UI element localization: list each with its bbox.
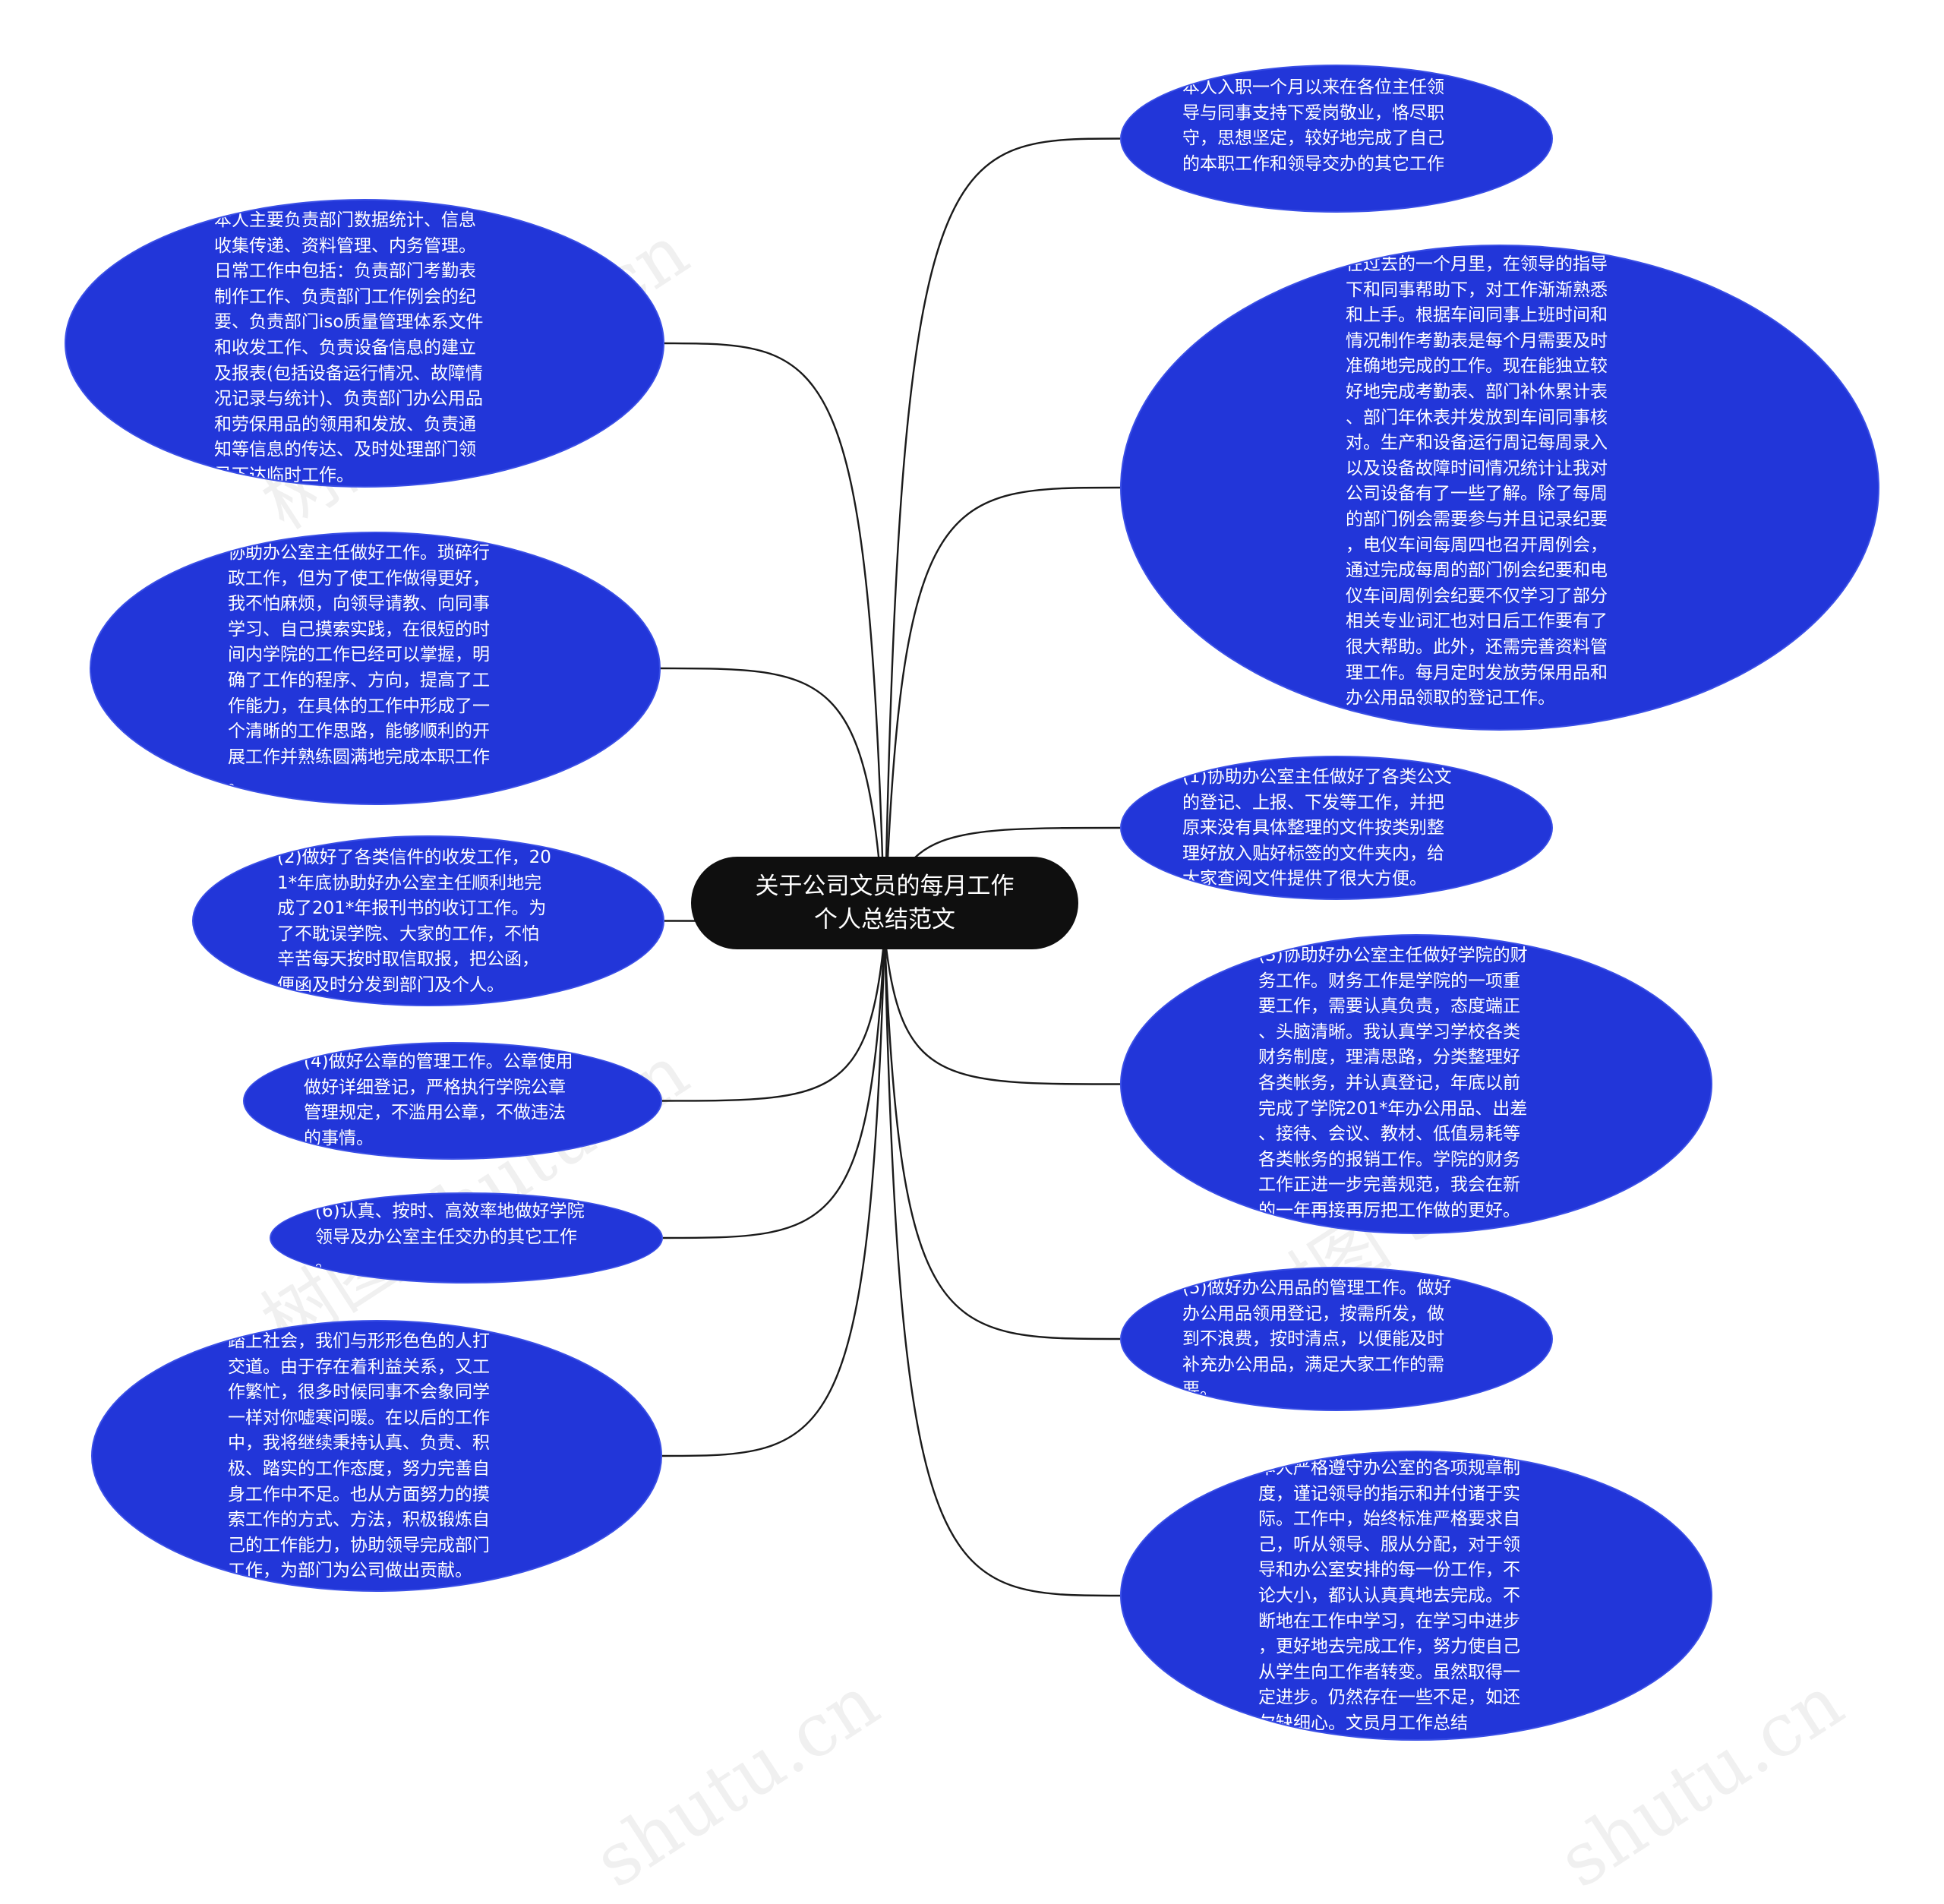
topic-node-finance[interactable]: (3)协助好办公室主任做好学院的财 务工作。财务工作是学院的一项重 要工作，需要…	[1120, 934, 1712, 1234]
topic-node-other-tasks[interactable]: (6)认真、按时、高效率地做好学院 领导及办公室主任交办的其它工作 。	[270, 1192, 663, 1284]
topic-node-text: (3)协助好办公室主任做好学院的财 务工作。财务工作是学院的一项重 要工作，需要…	[1258, 946, 1528, 1220]
connector-line	[883, 137, 1121, 935]
connector-line	[883, 933, 1121, 1340]
topic-node-text: (1)协助办公室主任做好了各类公文 的登记、上报、下发等工作，并把 原来没有具体…	[1182, 767, 1452, 889]
topic-node-mail[interactable]: (2)做好了各类信件的收发工作，20 1*年底协助好办公室主任顺利地完 成了20…	[192, 835, 664, 1006]
root-topic[interactable]: 关于公司文员的每月工作 个人总结范文	[691, 857, 1078, 949]
connector-line	[883, 933, 1121, 1597]
topic-node-text: 踏上社会，我们与形形色色的人打 交道。由于存在着利益关系，又工 作繁忙，很多时候…	[228, 1331, 490, 1581]
connector-line	[664, 342, 886, 935]
connector-line	[661, 933, 886, 1102]
topic-node-office-supplies[interactable]: (5)做好办公用品的管理工作。做好 办公用品领用登记，按需所发，做 到不浪费，按…	[1120, 1267, 1553, 1411]
connector-line	[661, 933, 886, 1457]
topic-node-entry-month[interactable]: 本人入职一个月以来在各位主任领 导与同事支持下爱岗敬业，恪尽职 守，思想坚定，较…	[1120, 65, 1553, 213]
topic-node-discipline[interactable]: 本人严格遵守办公室的各项规章制 度，谨记领导的指示和并付诸于实 际。工作中，始终…	[1120, 1451, 1712, 1741]
topic-node-text: (5)做好办公用品的管理工作。做好 办公用品领用登记，按需所发，做 到不浪费，按…	[1182, 1278, 1452, 1400]
topic-node-text: 本人入职一个月以来在各位主任领 导与同事支持下爱岗敬业，恪尽职 守，思想坚定，较…	[1182, 77, 1444, 200]
topic-node-responsibilities[interactable]: 本人主要负责部门数据统计、信息 收集传递、资料管理、内务管理。 日常工作中包括：…	[65, 199, 664, 488]
topic-node-text: 协助办公室主任做好工作。琐碎行 政工作，但为了使工作做得更好， 我不怕麻烦，向领…	[228, 543, 490, 793]
connector-line	[662, 933, 886, 1239]
topic-node-documents[interactable]: (1)协助办公室主任做好了各类公文 的登记、上报、下发等工作，并把 原来没有具体…	[1120, 756, 1553, 900]
topic-node-assist-director[interactable]: 协助办公室主任做好工作。琐碎行 政工作，但为了使工作做得更好， 我不怕麻烦，向领…	[90, 532, 661, 805]
connector-line	[883, 933, 1121, 1085]
topic-node-text: 在过去的一个月里，在领导的指导 下和同事帮助下，对工作渐渐熟悉 和上手。根据车间…	[1346, 254, 1608, 709]
topic-node-text: 本人严格遵守办公室的各项规章制 度，谨记领导的指示和并付诸于实 际。工作中，始终…	[1258, 1458, 1520, 1733]
topic-node-text: 本人主要负责部门数据统计、信息 收集传递、资料管理、内务管理。 日常工作中包括：…	[214, 210, 484, 485]
connector-lines	[660, 137, 1121, 1597]
topic-node-text: (6)认真、按时、高效率地做好学院 领导及办公室主任交办的其它工作 。	[315, 1201, 585, 1273]
root-topic-title: 关于公司文员的每月工作 个人总结范文	[755, 873, 1015, 933]
topic-node-past-month[interactable]: 在过去的一个月里，在领导的指导 下和同事帮助下，对工作渐渐熟悉 和上手。根据车间…	[1120, 245, 1879, 731]
topic-node-text: (2)做好了各类信件的收发工作，20 1*年底协助好办公室主任顺利地完 成了20…	[277, 848, 551, 995]
topic-node-text: (4)做好公章的管理工作。公章使用 做好详细登记，严格执行学院公章 管理规定，不…	[304, 1052, 573, 1148]
connector-line	[883, 486, 1121, 935]
topic-node-seal-management[interactable]: (4)做好公章的管理工作。公章使用 做好详细登记，严格执行学院公章 管理规定，不…	[243, 1042, 662, 1160]
connector-line	[660, 667, 886, 935]
topic-node-society[interactable]: 踏上社会，我们与形形色色的人打 交道。由于存在着利益关系，又工 作繁忙，很多时候…	[91, 1320, 662, 1592]
